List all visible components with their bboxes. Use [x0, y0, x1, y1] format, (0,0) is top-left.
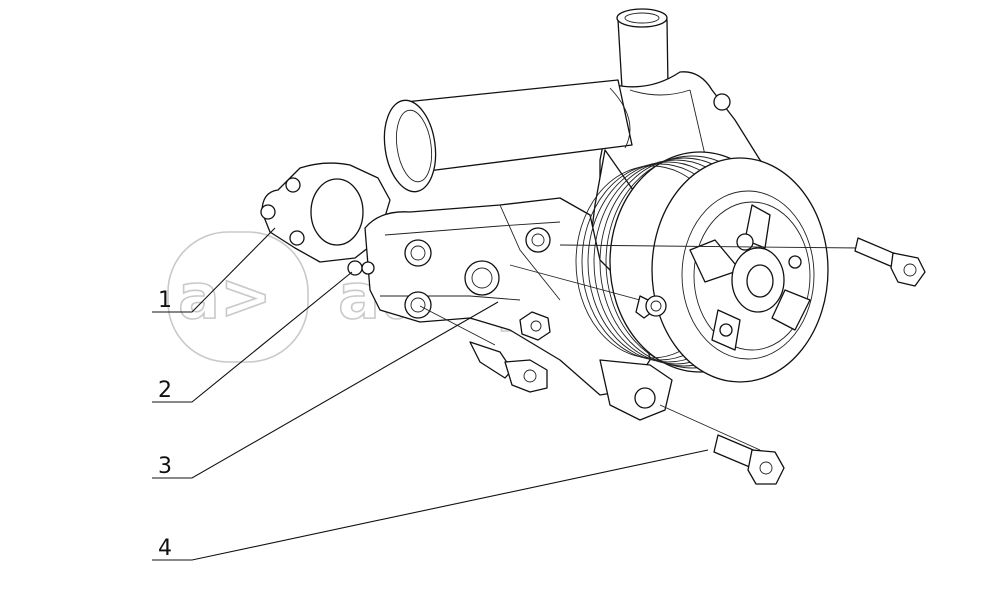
- leader-lines: [152, 227, 709, 561]
- gasket: [260, 162, 391, 263]
- pulley: [575, 151, 829, 383]
- leader-line-3: [152, 301, 499, 479]
- outlet-pipe: [383, 79, 633, 193]
- mounting-flange: [347, 197, 673, 421]
- leader-line-2: [152, 271, 353, 403]
- callout-label-3: 3: [158, 454, 172, 479]
- leader-line-4: [152, 449, 709, 561]
- callout-label-2: 2: [158, 378, 172, 403]
- callout-label-1: 1: [158, 288, 172, 313]
- bolts: [419, 237, 926, 485]
- watermark-badge: [167, 231, 309, 363]
- watermark-mark: a>: [178, 260, 272, 333]
- callout-labels: 1 2 3 4: [158, 288, 172, 561]
- callout-label-4: 4: [158, 536, 172, 561]
- inlet-pipe: [616, 8, 669, 93]
- leader-line-1: [152, 227, 276, 313]
